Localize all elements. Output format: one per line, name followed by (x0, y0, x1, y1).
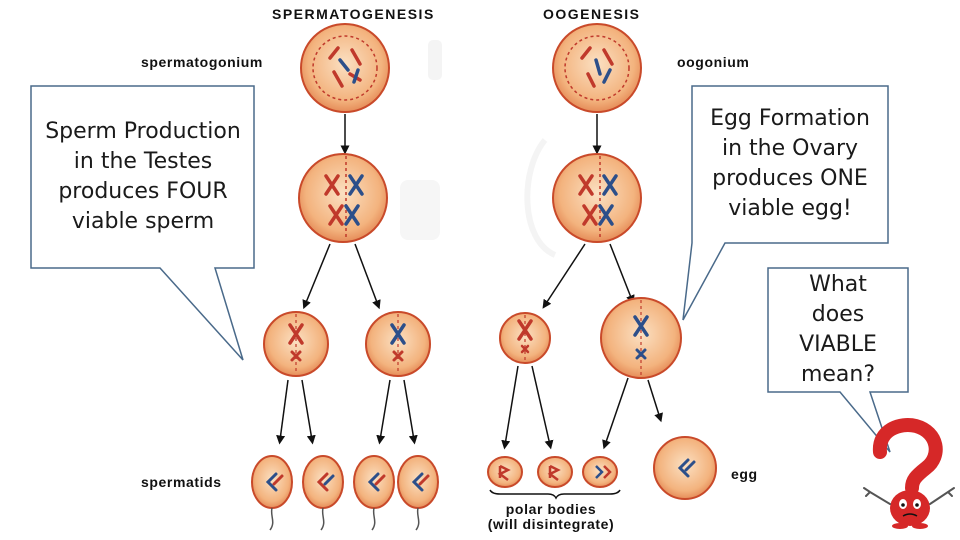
spermatogonium-label: spermatogonium (141, 54, 263, 70)
polar-body-cell (487, 456, 523, 488)
polar-bodies-brace (489, 489, 621, 500)
background-ghost-shapes (400, 40, 557, 258)
arrow (501, 365, 519, 450)
arrow (647, 379, 663, 423)
callout-line: viable sperm (71, 209, 215, 234)
polar-bodies-line-1: polar bodies (505, 501, 597, 517)
callout-line: does (811, 302, 865, 327)
arrow (542, 243, 586, 309)
callout-line: produces ONE (712, 166, 868, 191)
spermatogenesis-heading: SPERMATOGENESIS (272, 6, 435, 22)
secondary-oocyte-cell (600, 297, 682, 379)
callout-line: What (809, 272, 867, 297)
polar-body-cell (582, 456, 618, 488)
polar-bodies-label: polar bodies (will disintegrate) (474, 502, 628, 532)
callout-line: mean? (800, 362, 876, 387)
secondary-spermatocyte-cell (365, 311, 431, 377)
arrow (609, 243, 635, 305)
spermatid-cell (302, 455, 344, 531)
spermatid-cell (251, 455, 293, 531)
callout-line: in the Ovary (721, 136, 859, 161)
egg-callout-box (682, 85, 889, 321)
spermatogonium-cell (300, 23, 390, 113)
arrow (602, 377, 629, 450)
arrow (301, 379, 316, 445)
oogonium-label: oogonium (677, 54, 750, 70)
callout-line: VIABLE (799, 332, 877, 357)
arrow (531, 365, 554, 450)
arrow (276, 379, 289, 445)
primary-oocyte-cell (552, 153, 642, 243)
polar-bodies-line-2: (will disintegrate) (487, 516, 615, 532)
callout-line: Sperm Production (45, 119, 241, 144)
spermatid-cell (353, 455, 395, 531)
arrow (354, 243, 381, 310)
egg-label: egg (731, 466, 758, 482)
sperm-callout-text: Sperm Production in the Testes produces … (33, 117, 253, 237)
first-polar-body-cell (499, 312, 551, 364)
arrow (302, 243, 331, 310)
oogenesis-heading: OOGENESIS (543, 6, 641, 22)
secondary-spermatocyte-cell (263, 311, 329, 377)
egg-callout-text: Egg Formation in the Ovary produces ONE … (694, 104, 886, 224)
spermatid-cell (397, 455, 439, 531)
arrow (403, 379, 418, 445)
callout-line: Egg Formation (710, 106, 870, 131)
viable-callout-text: What does VIABLE mean? (770, 270, 906, 390)
spermatids-label: spermatids (141, 474, 222, 490)
arrow (376, 379, 391, 445)
viable-callout-box (767, 267, 909, 453)
question-mark-character-icon (863, 418, 955, 529)
callout-line: viable egg! (728, 196, 852, 221)
egg-cell (653, 436, 717, 500)
oogonium-cell (552, 23, 642, 113)
callout-line: in the Testes (73, 149, 213, 174)
sperm-callout-box (30, 85, 255, 361)
callout-line: produces FOUR (58, 179, 228, 204)
primary-spermatocyte-cell (298, 153, 388, 243)
polar-body-cell (537, 456, 573, 488)
